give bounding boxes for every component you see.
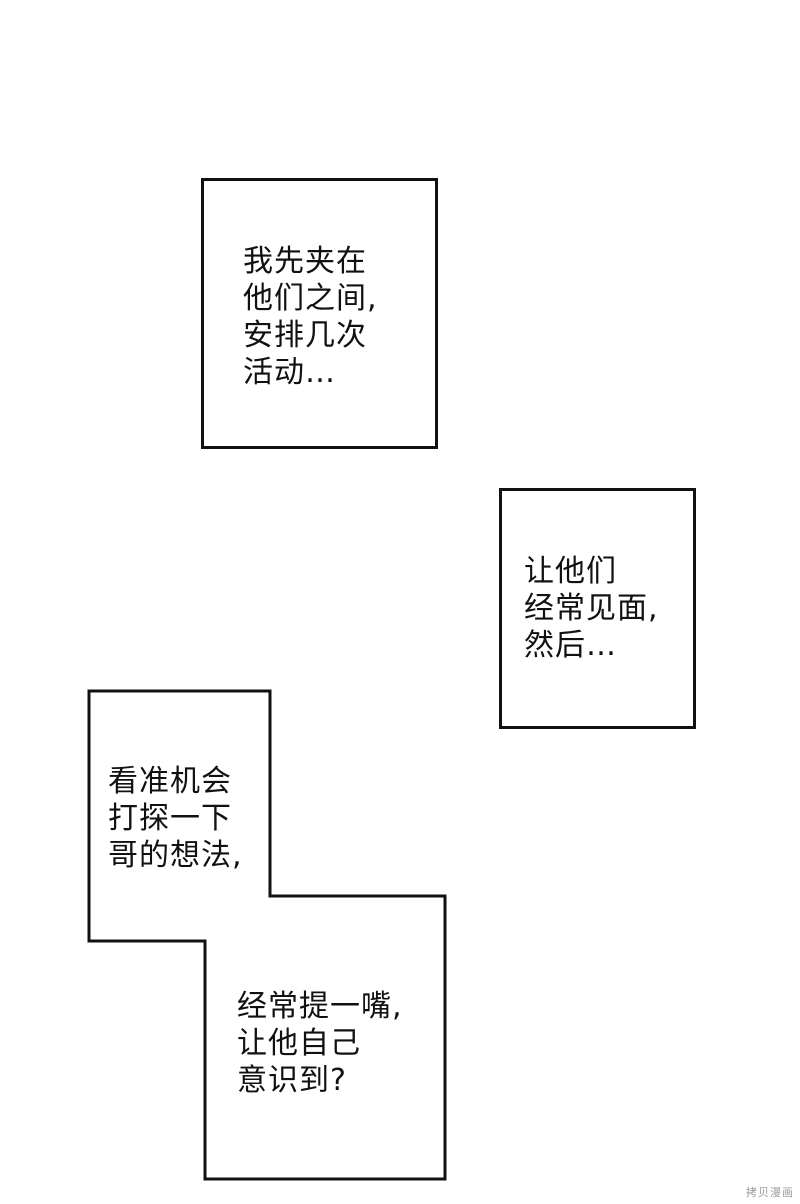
- caption-line: 看准机会: [108, 764, 232, 799]
- caption-line: 哥的想法,: [108, 838, 243, 873]
- watermark: 拷贝漫画: [746, 1186, 794, 1199]
- caption-line: 经常提一嘴,: [237, 989, 403, 1024]
- caption-line: 经常见面,: [524, 591, 659, 626]
- caption-line: 打探一下: [108, 801, 232, 836]
- caption-line: 活动…: [243, 355, 336, 390]
- caption-box-1: [201, 178, 438, 449]
- caption-line: 他们之间,: [243, 281, 378, 316]
- caption-text-3-top: 看准机会 打探一下 哥的想法,: [108, 763, 243, 874]
- caption-line: 意识到?: [237, 1063, 347, 1098]
- caption-line: 然后…: [524, 628, 617, 663]
- caption-text-3-bottom: 经常提一嘴, 让他自己 意识到?: [237, 988, 403, 1099]
- caption-line: 让他们: [524, 554, 617, 589]
- caption-line: 让他自己: [237, 1026, 361, 1061]
- caption-box-2: [499, 488, 696, 729]
- caption-line: 安排几次: [243, 318, 367, 353]
- caption-text-1: 我先夹在 他们之间, 安排几次 活动…: [243, 243, 378, 391]
- caption-text-2: 让他们 经常见面, 然后…: [524, 553, 659, 664]
- caption-line: 我先夹在: [243, 244, 367, 279]
- caption-box-3-shape: [87, 689, 447, 1181]
